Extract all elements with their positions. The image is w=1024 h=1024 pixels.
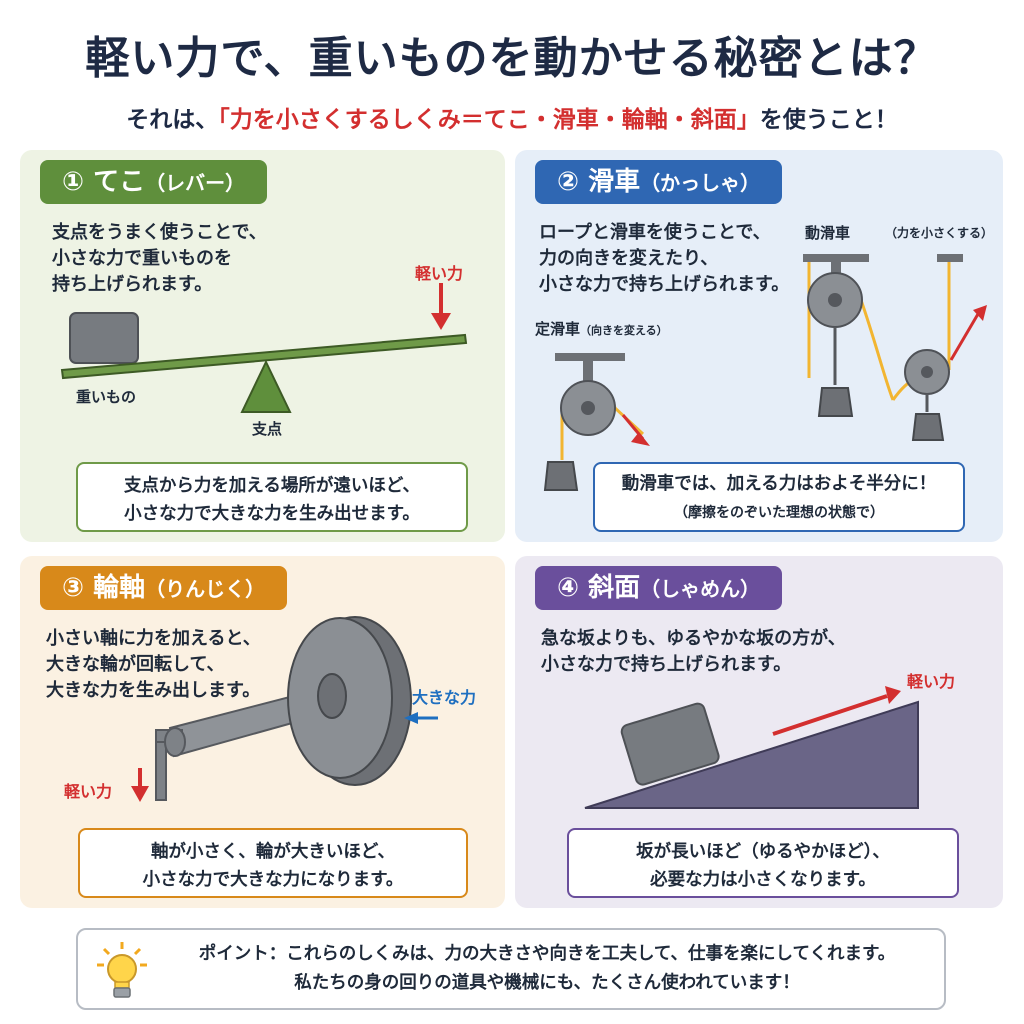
wheel-axle-panel: ③ 輪軸（りんじく） 小さい軸に力を加えると、 大きな輪が回転して、 大きな力を… bbox=[20, 556, 505, 908]
lever-light-force-label: 軽い力 bbox=[415, 264, 464, 283]
force-arrow-icon bbox=[885, 686, 901, 704]
point-text: ポイント：これらのしくみは、力の大きさや向きを工夫して、仕事を楽にしてくれます。… bbox=[198, 944, 896, 993]
movable-pulley-weight-2 bbox=[911, 413, 945, 441]
fixed-pulley-weight bbox=[543, 461, 579, 491]
wheel-big-force-label: 大きな力 bbox=[412, 688, 477, 707]
incline-object bbox=[620, 702, 720, 786]
pulley-note: 動滑車では、加える力はおよそ半分に！（摩擦をのぞいた理想の状態で） bbox=[593, 462, 965, 532]
incline-panel: ④ 斜面（しゃめん） 急な坂よりも、ゆるやかな坂の方が、 小さな力で持ち上げられ… bbox=[515, 556, 1003, 908]
heavy-object bbox=[69, 312, 139, 364]
fulcrum-icon bbox=[240, 359, 292, 413]
force-arrow-icon bbox=[431, 283, 451, 330]
pulley-tag: ② 滑車（かっしゃ） bbox=[535, 160, 783, 204]
lever-tag: ① てこ（レバー） bbox=[40, 160, 268, 204]
wheel-light-force-label: 軽い力 bbox=[64, 782, 113, 801]
pulley-description: ロープと滑車を使うことで、 力の向きを変えたり、 小さな力で持ち上げられます。 bbox=[539, 222, 790, 295]
incline-slope bbox=[584, 700, 919, 809]
incline-description: 急な坂よりも、ゆるやかな坂の方が、 小さな力で持ち上げられます。 bbox=[541, 628, 846, 675]
wheel-axle-description: 小さい軸に力を加えると、 大きな輪が回転して、 大きな力を生み出します。 bbox=[46, 628, 261, 701]
incline-diagram bbox=[584, 686, 919, 809]
lever-diagram bbox=[60, 283, 468, 413]
force-arrow-icon bbox=[131, 786, 149, 802]
lever-description: 支点をうまく使うことで、 小さな力で重いものを 持ち上げられます。 bbox=[52, 222, 267, 295]
lever-heavy-label: 重いもの bbox=[76, 388, 137, 406]
page-title: 軽い力で、重いものを動かせる秘密とは？ bbox=[85, 33, 939, 84]
wheel-axle-tag: ③ 輪軸（りんじく） bbox=[40, 566, 288, 610]
fixed-pulley-label: 定滑車（向きを変える） bbox=[535, 320, 668, 338]
lightbulb-icon bbox=[97, 942, 147, 998]
incline-note: 坂が長いほど（ゆるやかほど）、 必要な力は小さくなります。 bbox=[567, 828, 959, 898]
lever-note: 支点から力を加える場所が遠いほど、 小さな力で大きな力を生み出せます。 bbox=[76, 462, 468, 532]
lever-beam bbox=[60, 333, 468, 380]
lever-panel: ① てこ（レバー） 支点をうまく使うことで、 小さな力で重いものを 持ち上げられ… bbox=[20, 150, 505, 542]
movable-pulley-label: 動滑車 bbox=[805, 224, 851, 242]
pulley-diagram bbox=[543, 254, 987, 491]
movable-pulley-weight bbox=[817, 387, 854, 417]
wheel-axle-diagram bbox=[131, 616, 438, 802]
movable-pulley-sublabel: （力を小さくする） bbox=[885, 226, 994, 240]
incline-light-force-label: 軽い力 bbox=[907, 672, 956, 691]
incline-tag: ④ 斜面（しゃめん） bbox=[535, 566, 783, 610]
point-box: ポイント：これらのしくみは、力の大きさや向きを工夫して、仕事を楽にしてくれます。… bbox=[76, 928, 946, 1010]
pulley-panel: ② 滑車（かっしゃ） ロープと滑車を使うことで、 力の向きを変えたり、 小さな力… bbox=[515, 150, 1003, 542]
wheel-axle-note: 軸が小さく、輪が大きいほど、 小さな力で大きな力になります。 bbox=[78, 828, 468, 898]
lever-fulcrum-label: 支点 bbox=[252, 420, 283, 438]
page-subtitle: それは、「力を小さくするしくみ＝てこ・滑車・輪軸・斜面」を使うこと！ bbox=[126, 107, 898, 133]
